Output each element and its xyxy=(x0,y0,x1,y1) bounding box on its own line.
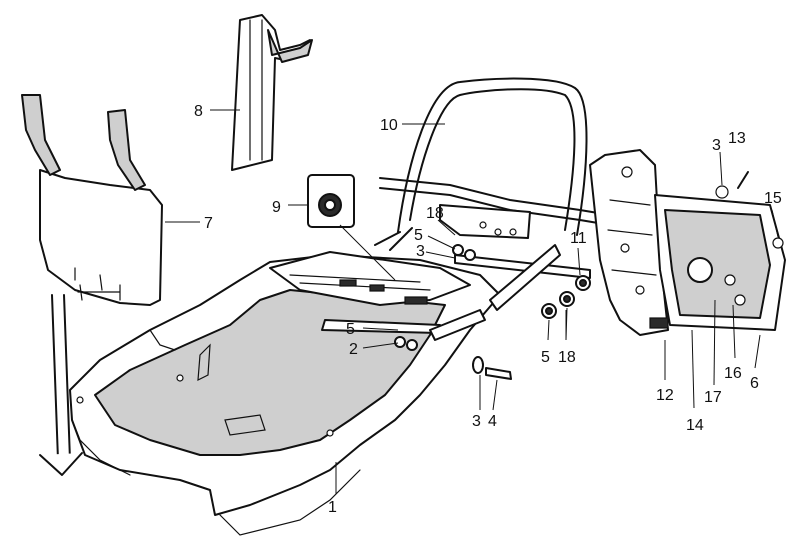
callout-13: 13 xyxy=(728,130,746,147)
rear-bracket-part xyxy=(589,149,669,336)
callout-3c: 3 xyxy=(712,137,721,154)
callout-3a: 3 xyxy=(416,243,425,260)
callout-4: 4 xyxy=(488,413,497,430)
callout-18b: 18 xyxy=(558,349,576,366)
callout-12: 12 xyxy=(656,387,674,404)
callout-11: 11 xyxy=(570,230,587,247)
bracket-part xyxy=(231,14,313,171)
callout-2: 2 xyxy=(349,341,358,358)
direction-arrow xyxy=(39,294,83,476)
callout-16: 16 xyxy=(724,365,742,382)
callout-3b: 3 xyxy=(472,413,481,430)
callout-labels: 1 2 3 3 3 4 5 5 5 6 7 8 9 10 11 12 13 14… xyxy=(194,103,782,516)
roll-bar-part xyxy=(374,77,611,341)
splash-panel-part xyxy=(21,94,163,306)
callout-9: 9 xyxy=(272,199,281,216)
callout-18a: 18 xyxy=(426,205,444,222)
callout-1: 1 xyxy=(328,499,337,516)
callout-8: 8 xyxy=(194,103,203,120)
callout-17: 17 xyxy=(704,389,722,406)
callout-5a: 5 xyxy=(414,227,423,244)
bushing-part xyxy=(307,174,396,281)
callout-5c: 5 xyxy=(541,349,550,366)
leader-lines xyxy=(165,109,779,494)
callout-5b: 5 xyxy=(346,321,355,338)
callout-14: 14 xyxy=(686,417,704,434)
mount-plate-part xyxy=(654,194,786,331)
callout-7: 7 xyxy=(204,215,213,232)
callout-10: 10 xyxy=(380,117,398,134)
frame-tub-part xyxy=(69,251,501,536)
callout-15: 15 xyxy=(764,190,782,207)
fastener-group xyxy=(394,171,784,380)
callout-6: 6 xyxy=(750,375,759,392)
